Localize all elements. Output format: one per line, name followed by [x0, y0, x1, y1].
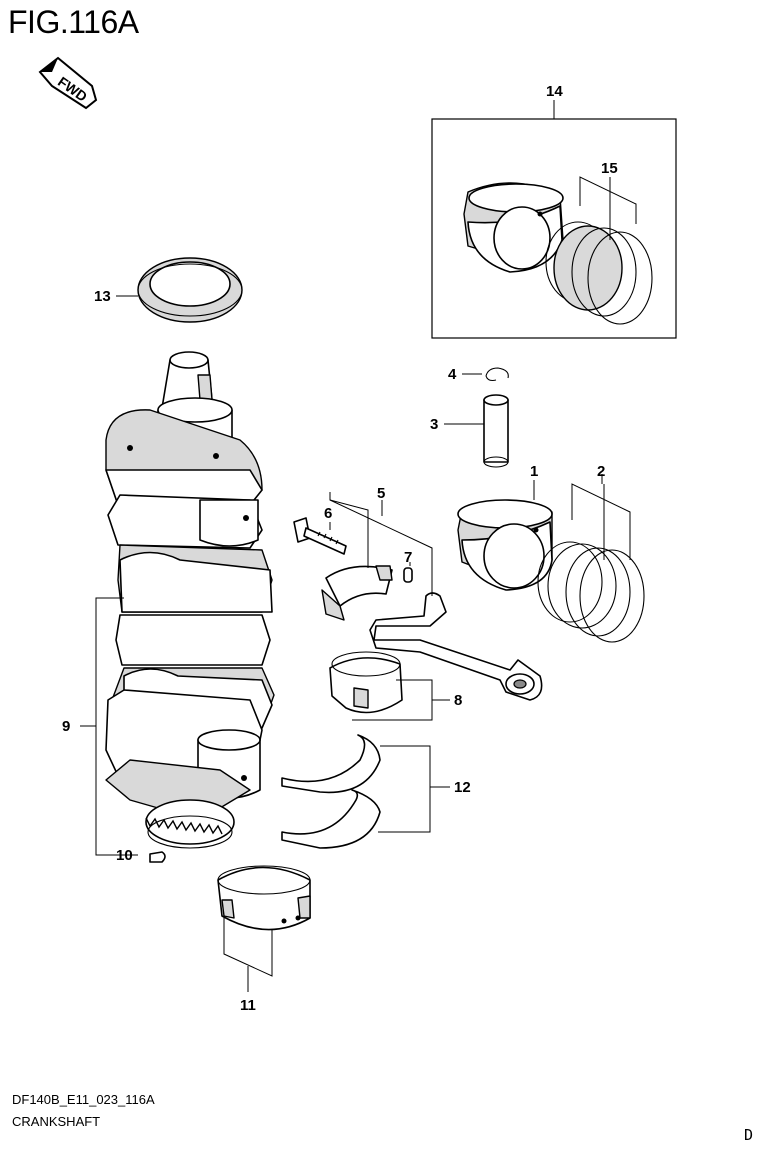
- fwd-arrow-icon: FWD: [38, 56, 98, 110]
- callout-1: 1: [530, 463, 538, 480]
- callout-8: 8: [454, 692, 462, 709]
- callout-9: 9: [62, 718, 70, 735]
- connecting-rod: [321, 565, 543, 701]
- callout-6: 6: [324, 505, 332, 522]
- figure-title: FIG.116A: [8, 4, 139, 40]
- crankshaft: [105, 351, 275, 849]
- piston-rings-upper: [545, 221, 653, 325]
- piston-upper: [463, 182, 564, 273]
- section-name: CRANKSHAFT: [12, 1114, 101, 1129]
- callout-12: 12: [454, 779, 471, 796]
- conrod-bolt: [293, 517, 347, 555]
- callout-5: 5: [377, 485, 385, 502]
- callout-3: 3: [430, 416, 438, 433]
- conrod-bearing: [329, 651, 403, 714]
- drawing-code: DF140B_E11_023_116A: [12, 1092, 155, 1107]
- thrust-washers: [281, 734, 381, 849]
- callout-14: 14: [546, 83, 563, 100]
- callout-10: 10: [116, 847, 133, 864]
- thrust-bearing: [217, 865, 311, 931]
- page-letter: D: [744, 1126, 754, 1144]
- piston-rings-lower: [537, 541, 645, 643]
- callout-11: 11: [240, 997, 256, 1014]
- circlip: [485, 367, 509, 382]
- dowel-pin: [149, 851, 166, 863]
- callout-13: 13: [94, 288, 111, 305]
- piston-lower: [457, 499, 553, 591]
- crank-gear: [145, 799, 235, 849]
- callout-2: 2: [597, 463, 605, 480]
- knock-pin: [403, 567, 413, 583]
- piston-pin: [483, 394, 509, 468]
- callout-4: 4: [448, 366, 457, 383]
- oil-seal: [137, 257, 243, 323]
- callout-7: 7: [404, 549, 412, 566]
- callout-15: 15: [601, 160, 618, 177]
